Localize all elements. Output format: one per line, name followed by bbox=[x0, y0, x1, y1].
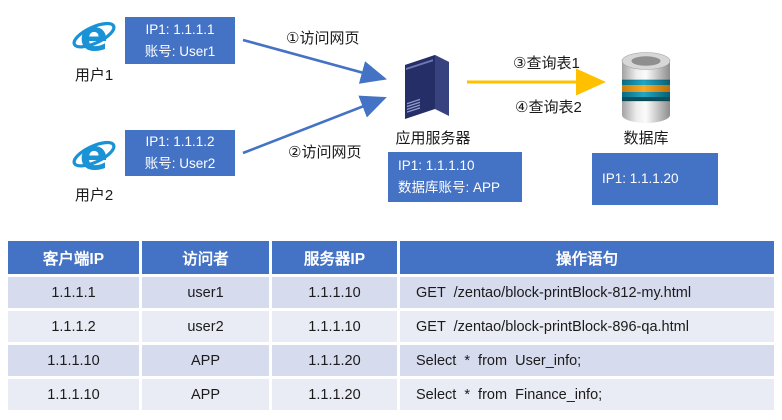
user2-info-box: IP1: 1.1.1.2 账号: User2 bbox=[125, 130, 235, 176]
database-ip: IP1: 1.1.1.20 bbox=[602, 171, 679, 187]
table-cell: 1.1.1.10 bbox=[8, 345, 139, 376]
user1-label: 用户1 bbox=[74, 67, 114, 84]
table-cell-operation: Select * from User_info; bbox=[400, 345, 774, 376]
table-cell: 1.1.1.1 bbox=[8, 277, 139, 308]
table-cell: user1 bbox=[142, 277, 269, 308]
svg-text:e: e bbox=[80, 130, 108, 179]
table-cell: 1.1.1.10 bbox=[272, 277, 397, 308]
user2-ip: IP1: 1.1.1.2 bbox=[145, 134, 215, 150]
arrow-user1-to-server bbox=[242, 38, 388, 84]
server-label: 应用服务器 bbox=[395, 130, 471, 147]
user1-ip: IP1: 1.1.1.1 bbox=[145, 21, 215, 37]
table-cell: 1.1.1.20 bbox=[272, 345, 397, 376]
arrow-label-query-1: ③查询表1 bbox=[513, 55, 580, 72]
svg-text:e: e bbox=[80, 11, 108, 60]
arrow-label-access-1: ①访问网页 bbox=[286, 30, 360, 47]
arrow-label-access-2: ②访问网页 bbox=[288, 144, 362, 161]
user2-label: 用户2 bbox=[74, 187, 114, 204]
ie-browser-icon-user2: e bbox=[70, 130, 118, 180]
table-cell: user2 bbox=[142, 311, 269, 342]
col-header-visitor: 访问者 bbox=[142, 241, 269, 274]
database-icon bbox=[616, 48, 676, 124]
table-cell: APP bbox=[142, 345, 269, 376]
col-header-server-ip: 服务器IP bbox=[272, 241, 397, 274]
database-info-box: IP1: 1.1.1.20 bbox=[592, 153, 718, 205]
table-cell: 1.1.1.20 bbox=[272, 379, 397, 410]
table-cell-operation: GET /zentao/block-printBlock-896-qa.html bbox=[400, 311, 774, 342]
arrow-user2-to-server bbox=[242, 95, 387, 155]
table-cell-operation: GET /zentao/block-printBlock-812-my.html bbox=[400, 277, 774, 308]
user1-info-box: IP1: 1.1.1.1 账号: User1 bbox=[125, 17, 235, 64]
table-cell: 1.1.1.10 bbox=[8, 379, 139, 410]
arrows-layer bbox=[242, 38, 606, 155]
database-label: 数据库 bbox=[623, 130, 669, 147]
col-header-client-ip: 客户端IP bbox=[8, 241, 139, 274]
server-db-account: 数据库账号: APP bbox=[398, 180, 501, 195]
server-ip: IP1: 1.1.1.10 bbox=[398, 158, 475, 174]
network-access-diagram: e 用户1 IP1: 1.1.1.1 账号: User1 e 用户2 IP1: … bbox=[70, 11, 718, 205]
user2-account: 账号: User2 bbox=[144, 156, 216, 171]
table-cell-operation: Select * from Finance_info; bbox=[400, 379, 774, 410]
access-log-table: 客户端IP 访问者 服务器IP 操作语句 1.1.1.1 user1 1.1.1… bbox=[8, 241, 774, 410]
ie-browser-icon-user1: e bbox=[70, 11, 118, 61]
arrow-label-query-2: ④查询表2 bbox=[515, 99, 582, 116]
user1-account: 账号: User1 bbox=[144, 43, 216, 59]
col-header-operation: 操作语句 bbox=[400, 241, 774, 274]
table-cell: 1.1.1.2 bbox=[8, 311, 139, 342]
table-cell: 1.1.1.10 bbox=[272, 311, 397, 342]
server-icon bbox=[396, 47, 458, 127]
table-cell: APP bbox=[142, 379, 269, 410]
server-info-box: IP1: 1.1.1.10 数据库账号: APP bbox=[388, 152, 522, 202]
